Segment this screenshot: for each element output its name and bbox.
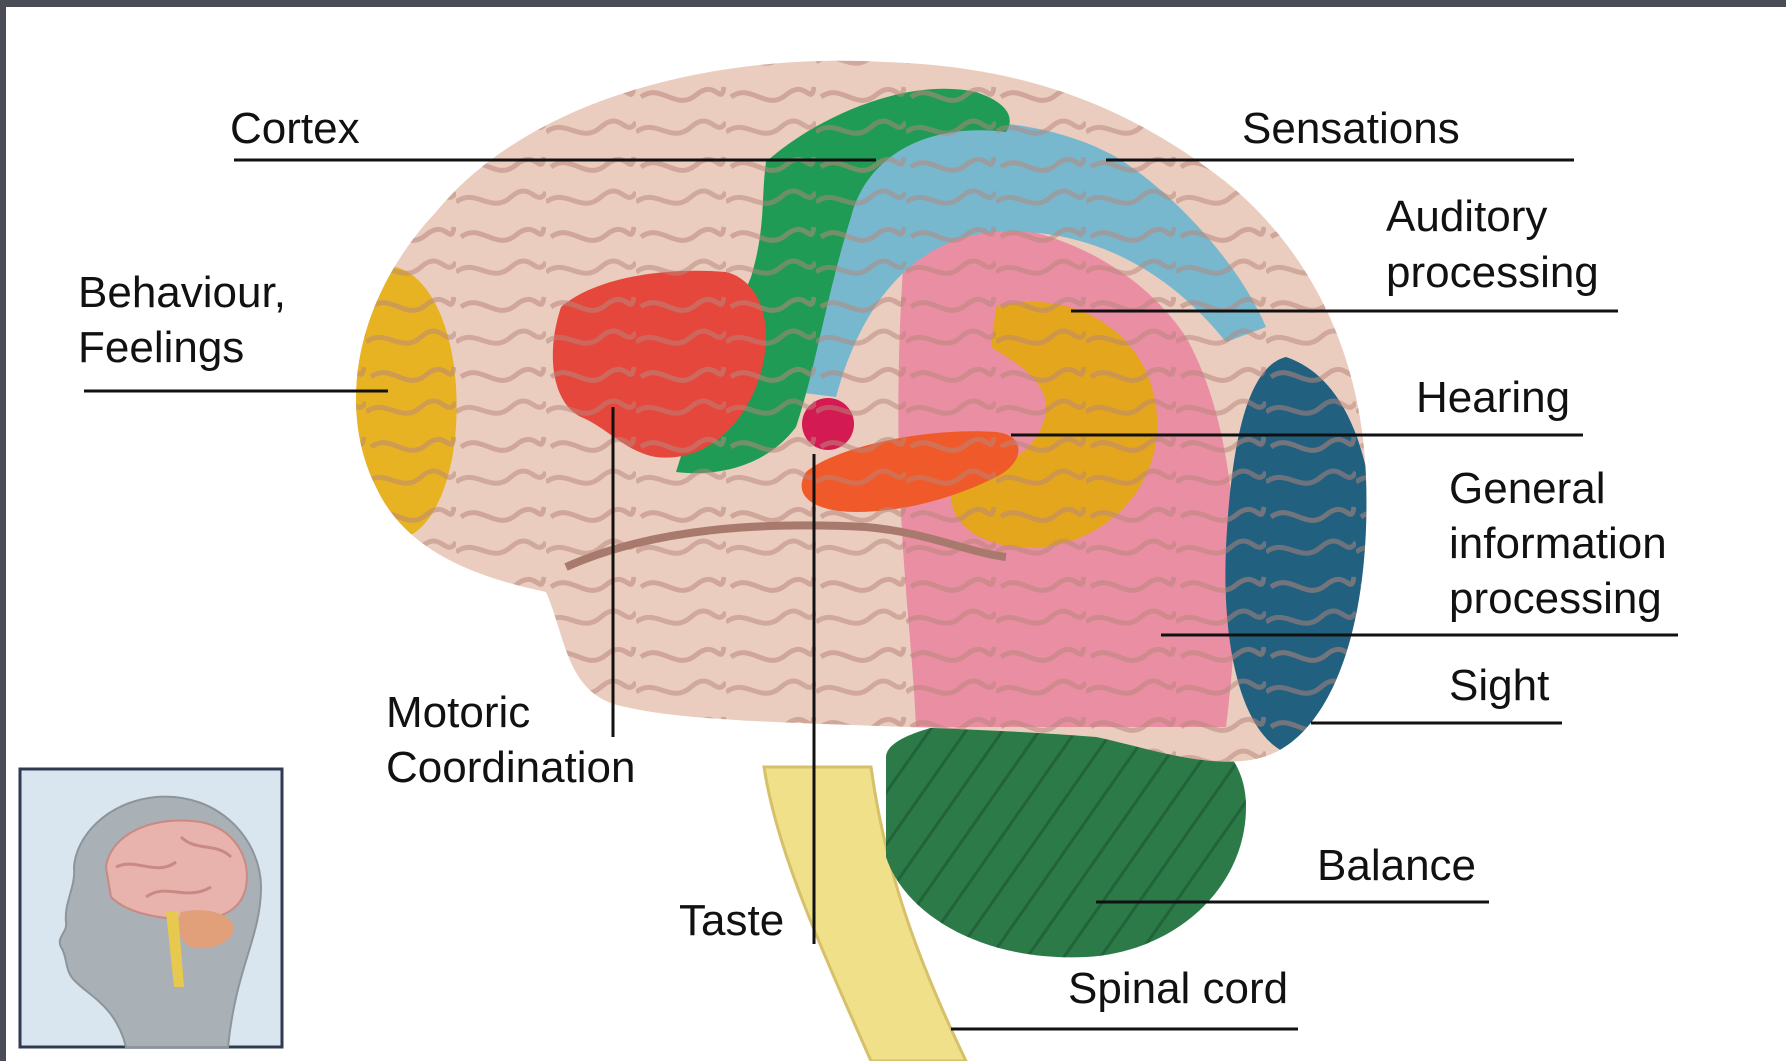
sensations-label: Sensations	[1242, 104, 1460, 153]
cortex-label: Cortex	[230, 104, 360, 153]
auditory-label-line1: Auditory	[1386, 192, 1547, 241]
auditory-label-line2: processing	[1386, 248, 1599, 297]
motoric-label-line1: Motoric	[386, 688, 530, 737]
general-label-line2: information	[1449, 519, 1667, 568]
sight-label: Sight	[1449, 661, 1549, 710]
hearing-label: Hearing	[1416, 373, 1570, 422]
spinal-cord-label: Spinal cord	[1068, 964, 1288, 1013]
diagram-canvas: Cortex Sensations Auditory processing Be…	[6, 7, 1786, 1061]
behaviour-label-line1: Behaviour,	[78, 268, 286, 317]
general-label-line1: General	[1449, 464, 1606, 513]
general-label-line3: processing	[1449, 574, 1662, 623]
brain-diagram: Cortex Sensations Auditory processing Be…	[6, 7, 1786, 1061]
inset-brain	[106, 820, 247, 919]
taste-label: Taste	[679, 896, 784, 945]
balance-label: Balance	[1317, 841, 1476, 890]
behaviour-label-line2: Feelings	[78, 323, 244, 372]
motoric-label-line2: Coordination	[386, 743, 636, 792]
head-inset	[20, 769, 282, 1047]
